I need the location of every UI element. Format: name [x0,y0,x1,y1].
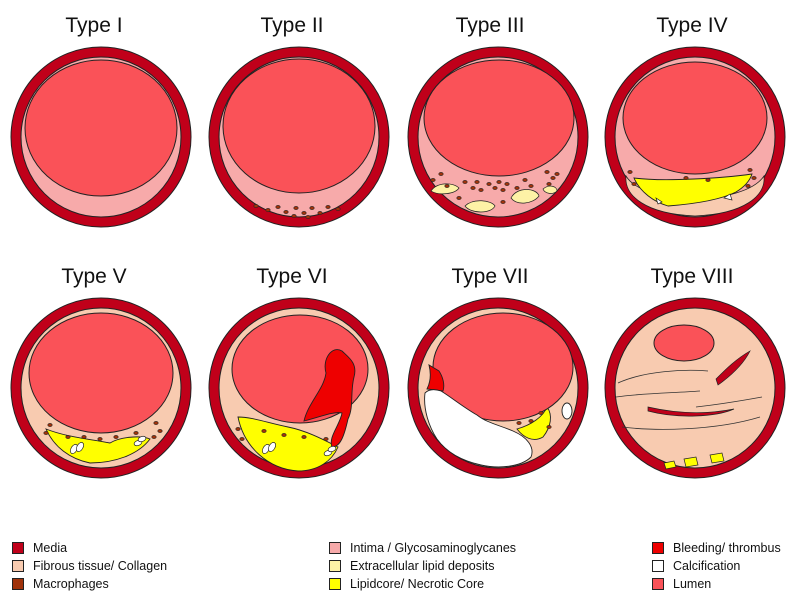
type-7-vessel [407,297,589,479]
type-6-vessel [208,297,390,479]
type-8-title: Type VIII [592,265,792,289]
type-1-title: Type I [0,14,194,38]
type-2-title: Type II [192,14,392,38]
legend-swatch-bleeding [652,542,664,554]
legend-label-lumen: Lumen [673,577,711,592]
legend-swatch-lipidcore [329,578,341,590]
legend-swatch-fibrous [12,560,24,572]
type-7-title: Type VII [390,265,590,289]
type-4-vessel [604,46,786,228]
legend-swatch-intima [329,542,341,554]
legend-swatch-lumen [652,578,664,590]
legend-label-media: Media [33,541,67,556]
legend-label-lipidcore: Lipidcore/ Necrotic Core [350,577,484,592]
legend-label-extracellular-lipid: Extracellular lipid deposits [350,559,495,574]
type-2-vessel [208,46,390,228]
legend-label-bleeding: Bleeding/ thrombus [673,541,781,556]
type-8-lumen [654,325,714,361]
type-3-vessel [407,46,589,228]
legend-label-calcification: Calcification [673,559,740,574]
type-8-vessel [604,297,786,479]
legend-swatch-extracellular-lipid [329,560,341,572]
legend-swatch-macrophages [12,578,24,590]
type-5-vessel [10,297,192,479]
legend-swatch-media [12,542,24,554]
type-6-title: Type VI [192,265,392,289]
type-4-title: Type IV [592,14,792,38]
legend-swatch-calcification [652,560,664,572]
type-5-title: Type V [0,265,194,289]
type-3-title: Type III [390,14,590,38]
legend-label-fibrous: Fibrous tissue/ Collagen [33,559,167,574]
legend-label-intima: Intima / Glycosaminoglycanes [350,541,516,556]
legend-label-macrophages: Macrophages [33,577,109,592]
type-1-vessel [10,46,192,228]
